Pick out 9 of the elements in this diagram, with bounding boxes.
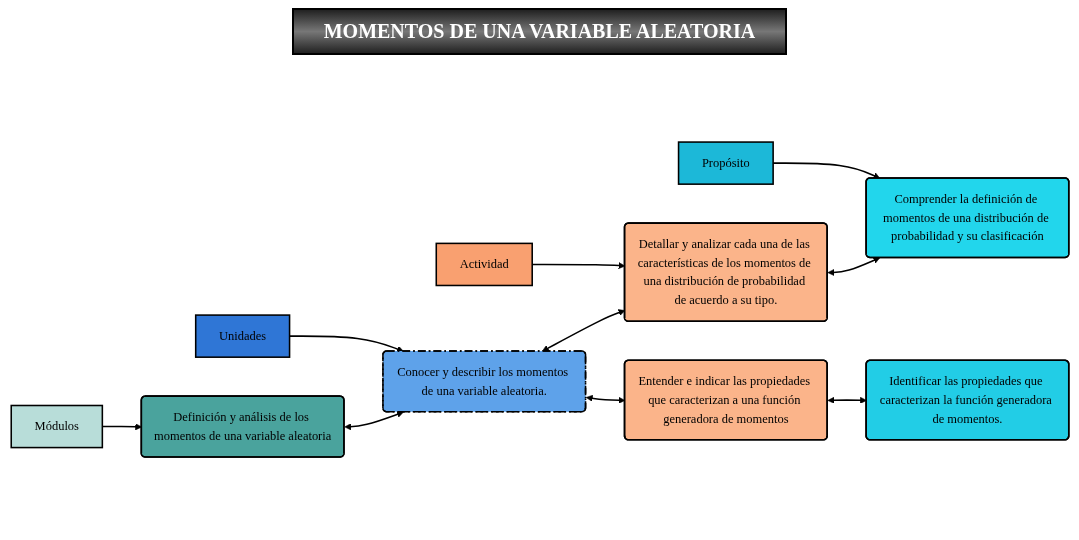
- node-box: Unidades: [194, 314, 290, 358]
- arrow: [827, 257, 880, 276]
- node-box: Actividad: [435, 242, 533, 287]
- title-banner: MOMENTOS DE UNA VARIABLE ALEATORIA: [291, 8, 788, 55]
- arrow: [541, 309, 625, 352]
- node-box: Módulos: [9, 404, 103, 449]
- node-box: Propósito: [677, 141, 774, 185]
- arrow: [585, 394, 625, 404]
- arrow: [343, 411, 404, 431]
